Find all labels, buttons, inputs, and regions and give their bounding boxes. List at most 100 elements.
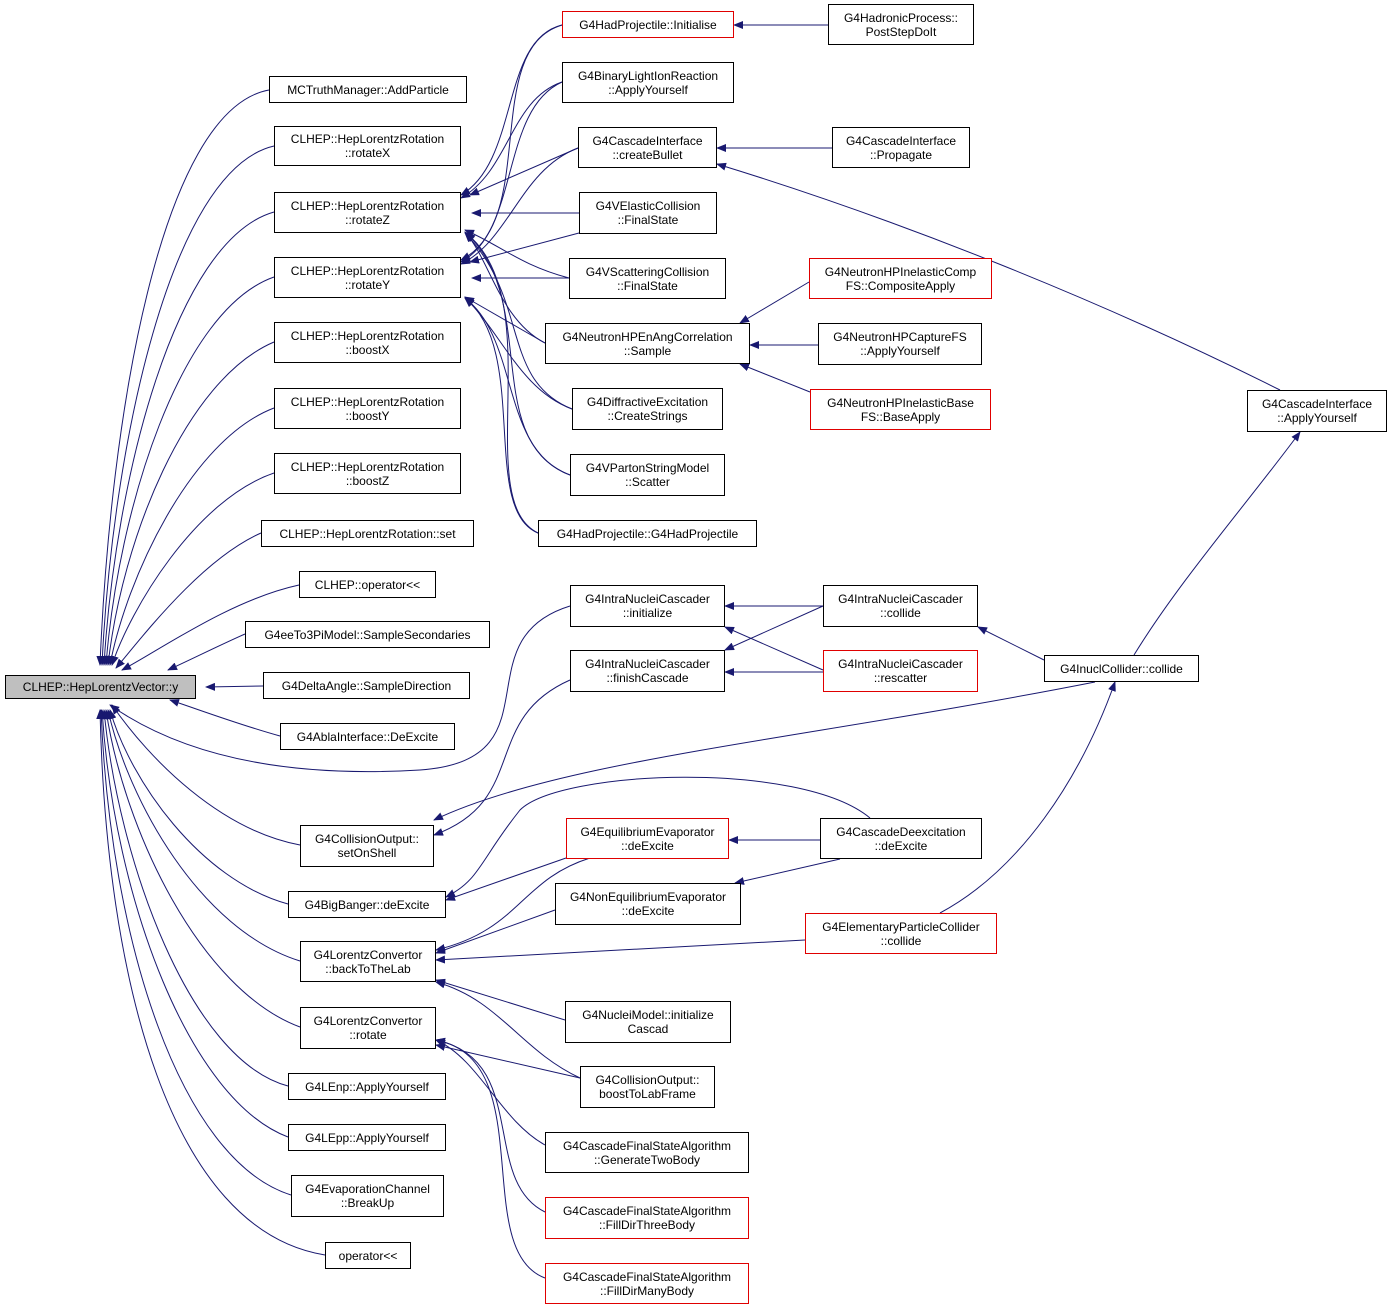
node-elementaryparticlecollider[interactable]: G4ElementaryParticleCollider ::collide bbox=[805, 913, 997, 954]
e-rotx bbox=[98, 145, 275, 666]
e-hadproj-rz bbox=[465, 232, 539, 534]
node-nonequilibriumevaporator[interactable]: G4NonEquilibriumEvaporator ::deExcite bbox=[555, 883, 741, 925]
node-boostz[interactable]: CLHEP::HepLorentzRotation ::boostZ bbox=[274, 453, 461, 494]
e-set bbox=[115, 532, 262, 669]
node-operator-ltlt-2[interactable]: operator<< bbox=[325, 1242, 411, 1269]
e-boostz bbox=[111, 472, 275, 666]
node-intranuclei-rescatter[interactable]: G4IntraNucleiCascader ::rescatter bbox=[823, 650, 978, 692]
node-lenp[interactable]: G4LEnp::ApplyYourself bbox=[288, 1073, 446, 1100]
node-intranuclei-finishcascade[interactable]: G4IntraNucleiCascader ::finishCascade bbox=[570, 650, 725, 692]
e-evapch bbox=[97, 709, 292, 1196]
e-cascdeex-bigbang bbox=[445, 776, 871, 898]
node-boosty[interactable]: CLHEP::HepLorentzRotation ::boostY bbox=[274, 388, 461, 429]
e-lenp bbox=[100, 709, 289, 1087]
node-equilibriumevaporator[interactable]: G4EquilibriumEvaporator ::deExcite bbox=[566, 818, 729, 859]
node-cascadedeexcitation[interactable]: G4CascadeDeexcitation ::deExcite bbox=[820, 818, 982, 859]
node-nucleimodel-initialize[interactable]: G4NucleiModel::initialize Cascad bbox=[565, 1001, 731, 1043]
node-hadprojectile-ctor[interactable]: G4HadProjectile::G4HadProjectile bbox=[538, 520, 757, 547]
node-boostx[interactable]: CLHEP::HepLorentzRotation ::boostX bbox=[274, 322, 461, 363]
e-noneq-cascdeex bbox=[734, 858, 841, 885]
node-vpartonstringmodel[interactable]: G4VPartonStringModel ::Scatter bbox=[570, 454, 725, 496]
e-backtolab bbox=[106, 709, 301, 962]
e-roty bbox=[102, 276, 275, 666]
node-mctruth[interactable]: MCTruthManager::AddParticle bbox=[269, 76, 467, 103]
e-binlight-ry bbox=[460, 81, 563, 263]
node-vscatteringcollision[interactable]: G4VScatteringCollision ::FinalState bbox=[569, 258, 726, 299]
node-cascade-propagate[interactable]: G4CascadeInterface ::Propagate bbox=[832, 127, 970, 168]
e-fillmany-rot bbox=[435, 1037, 546, 1279]
node-nhp-compositeapply[interactable]: G4NeutronHPInelasticComp FS::CompositeAp… bbox=[809, 258, 992, 299]
node-intranuclei-initialize[interactable]: G4IntraNucleiCascader ::initialize bbox=[570, 585, 725, 627]
node-nhp-capturefs[interactable]: G4NeutronHPCaptureFS ::ApplyYourself bbox=[818, 323, 982, 365]
node-ee3pi[interactable]: G4eeTo3PiModel::SampleSecondaries bbox=[245, 621, 490, 648]
node-diffractiveexcitation[interactable]: G4DiffractiveExcitation ::CreateStrings bbox=[572, 388, 723, 430]
e-hadproj-ry bbox=[464, 297, 539, 534]
node-filldirmanybody[interactable]: G4CascadeFinalStateAlgorithm ::FillDirMa… bbox=[545, 1263, 749, 1304]
node-rotatey[interactable]: CLHEP::HepLorentzRotation ::rotateY bbox=[274, 257, 461, 298]
e-inucl-cascapply bbox=[1133, 431, 1301, 656]
e-lcrotate bbox=[103, 709, 301, 1028]
e-eqevap-btl bbox=[435, 857, 591, 952]
node-lc-rotate[interactable]: G4LorentzConvertor ::rotate bbox=[300, 1007, 436, 1049]
node-deltaangle[interactable]: G4DeltaAngle::SampleDirection bbox=[263, 672, 470, 699]
e-fill3-rot bbox=[435, 1037, 546, 1213]
e-bigbang bbox=[108, 709, 289, 905]
e-nhpenang-rz bbox=[464, 231, 546, 344]
e-noneq-btl bbox=[435, 909, 556, 954]
node-nhp-enangcorrelation[interactable]: G4NeutronHPEnAngCorrelation ::Sample bbox=[545, 323, 750, 364]
node-operator-ltlt[interactable]: CLHEP::operator<< bbox=[299, 571, 436, 598]
node-setonshell[interactable]: G4CollisionOutput:: setOnShell bbox=[300, 825, 434, 867]
node-velasticcollision[interactable]: G4VElasticCollision ::FinalState bbox=[579, 192, 717, 234]
e-setonshell bbox=[111, 704, 301, 846]
node-set[interactable]: CLHEP::HepLorentzRotation::set bbox=[261, 520, 474, 547]
e-nhpbase bbox=[739, 363, 811, 393]
root-node: CLHEP::HepLorentzVector::y bbox=[5, 675, 196, 699]
e-oplt2 bbox=[96, 709, 326, 1256]
node-cascade-applyyourself[interactable]: G4CascadeInterface ::ApplyYourself bbox=[1247, 390, 1387, 432]
e-elemcoll-btl bbox=[435, 939, 806, 964]
e-nuclei-btl bbox=[435, 978, 566, 1021]
node-rotatez[interactable]: CLHEP::HepLorentzRotation ::rotateZ bbox=[274, 192, 461, 233]
node-lepp[interactable]: G4LEpp::ApplyYourself bbox=[288, 1124, 446, 1151]
e-nhpcomp bbox=[739, 281, 810, 324]
node-generatetwobody[interactable]: G4CascadeFinalStateAlgorithm ::GenerateT… bbox=[545, 1132, 749, 1173]
node-evapchannel[interactable]: G4EvaporationChannel ::BreakUp bbox=[291, 1175, 444, 1217]
e-hadinit-ry bbox=[460, 24, 563, 261]
e-ee3pi bbox=[167, 633, 246, 671]
e-inucl-intracoll bbox=[977, 626, 1045, 661]
node-cascade-createbullet[interactable]: G4CascadeInterface ::createBullet bbox=[578, 127, 717, 168]
e-cascapply bbox=[716, 162, 1281, 391]
e-rotz bbox=[100, 211, 275, 666]
node-inuclcollider-collide[interactable]: G4InuclCollider::collide bbox=[1044, 655, 1199, 682]
node-rotatex[interactable]: CLHEP::HepLorentzRotation ::rotateX bbox=[274, 126, 461, 166]
e-oplt bbox=[121, 584, 300, 671]
node-nhp-baseapply[interactable]: G4NeutronHPInelasticBase FS::BaseApply bbox=[810, 389, 991, 430]
e-boostlab-rot bbox=[435, 1043, 581, 1079]
e-inucl-setonshell bbox=[433, 681, 1096, 821]
e-cascbullet-ry bbox=[460, 147, 579, 265]
node-hadronicprocess[interactable]: G4HadronicProcess:: PostStepDoIt bbox=[828, 4, 974, 45]
node-backtothelab[interactable]: G4LorentzConvertor ::backToTheLab bbox=[300, 941, 436, 982]
node-intranuclei-collide[interactable]: G4IntraNucleiCascader ::collide bbox=[823, 585, 978, 627]
e-boostlab-btl bbox=[435, 980, 581, 1079]
node-binarylightion[interactable]: G4BinaryLightIonReaction ::ApplyYourself bbox=[562, 62, 734, 103]
e-abla bbox=[169, 699, 281, 737]
node-filldirthreebody[interactable]: G4CascadeFinalStateAlgorithm ::FillDirTh… bbox=[545, 1197, 749, 1239]
e-hadinit-rz bbox=[460, 24, 563, 196]
node-abla[interactable]: G4AblaInterface::DeExcite bbox=[280, 723, 455, 750]
e-intrafinish-setonshell bbox=[433, 679, 571, 836]
e-lepp bbox=[98, 709, 289, 1138]
e-boostx bbox=[105, 341, 275, 666]
e-mctruth bbox=[96, 89, 270, 666]
e-velastic-ry bbox=[469, 232, 580, 264]
node-hadprojectile-initialise[interactable]: G4HadProjectile::Initialise bbox=[562, 11, 734, 38]
e-vscatt-rz bbox=[464, 229, 570, 279]
e-diffr-rz bbox=[464, 232, 573, 410]
node-bigbanger[interactable]: G4BigBanger::deExcite bbox=[288, 891, 446, 918]
e-delta bbox=[205, 682, 264, 691]
e-vparton-ry bbox=[464, 297, 571, 476]
e-nhpenang-ry bbox=[464, 296, 546, 344]
node-boosttolabframe[interactable]: G4CollisionOutput:: boostToLabFrame bbox=[580, 1066, 715, 1108]
